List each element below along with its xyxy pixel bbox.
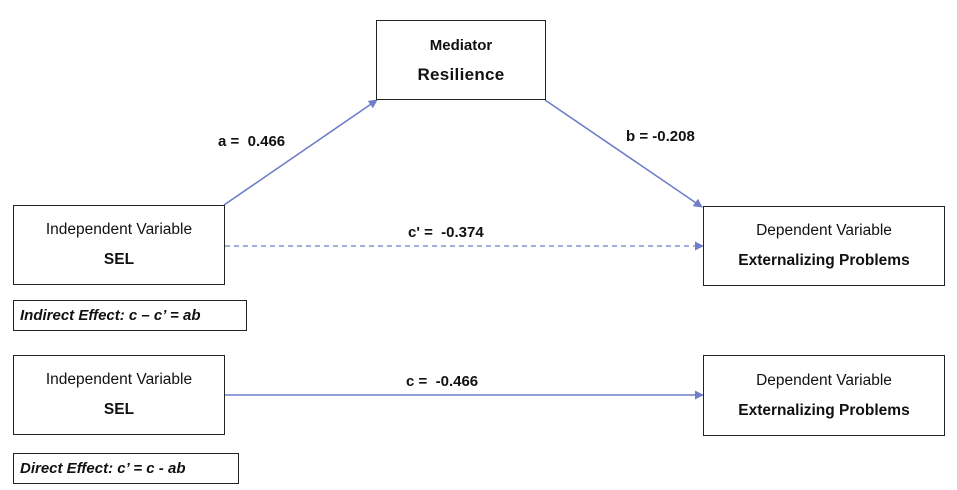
independent-variable-title: Independent Variable [45, 221, 193, 238]
direct-effect-note: Direct Effect: c’ = c - ab [13, 453, 239, 484]
path-a-arrow [223, 99, 378, 206]
dependent-variable-name: Externalizing Problems [738, 252, 910, 269]
path-c-label: c = -0.466 [406, 373, 479, 390]
dependent-variable-box: Dependent Variable Externalizing Problem… [703, 206, 945, 286]
dependent-variable-box-total: Dependent Variable Externalizing Problem… [703, 355, 945, 436]
path-c-prime-label: c' = -0.374 [408, 224, 484, 241]
dependent-variable-title: Dependent Variable [756, 222, 892, 239]
independent-variable-box-total: Independent Variable SEL [13, 355, 225, 435]
independent-variable-name-total: SEL [103, 401, 135, 418]
mediator-title: Mediator [429, 36, 493, 54]
dependent-variable-title-total: Dependent Variable [756, 371, 892, 389]
mediator-name: Resilience [417, 64, 505, 84]
indirect-effect-note: Indirect Effect: c – c’ = ab [13, 300, 247, 331]
dependent-variable-name-total: Externalizing Problems [738, 401, 910, 419]
path-a-label: a = 0.466 [218, 133, 286, 150]
path-b-arrow [544, 99, 703, 208]
independent-variable-title-total: Independent Variable [45, 371, 193, 388]
mediator-box: Mediator Resilience [376, 20, 546, 100]
independent-variable-name: SEL [103, 251, 135, 268]
independent-variable-box: Independent Variable SEL [13, 205, 225, 285]
path-b-label: b = -0.208 [626, 128, 695, 145]
